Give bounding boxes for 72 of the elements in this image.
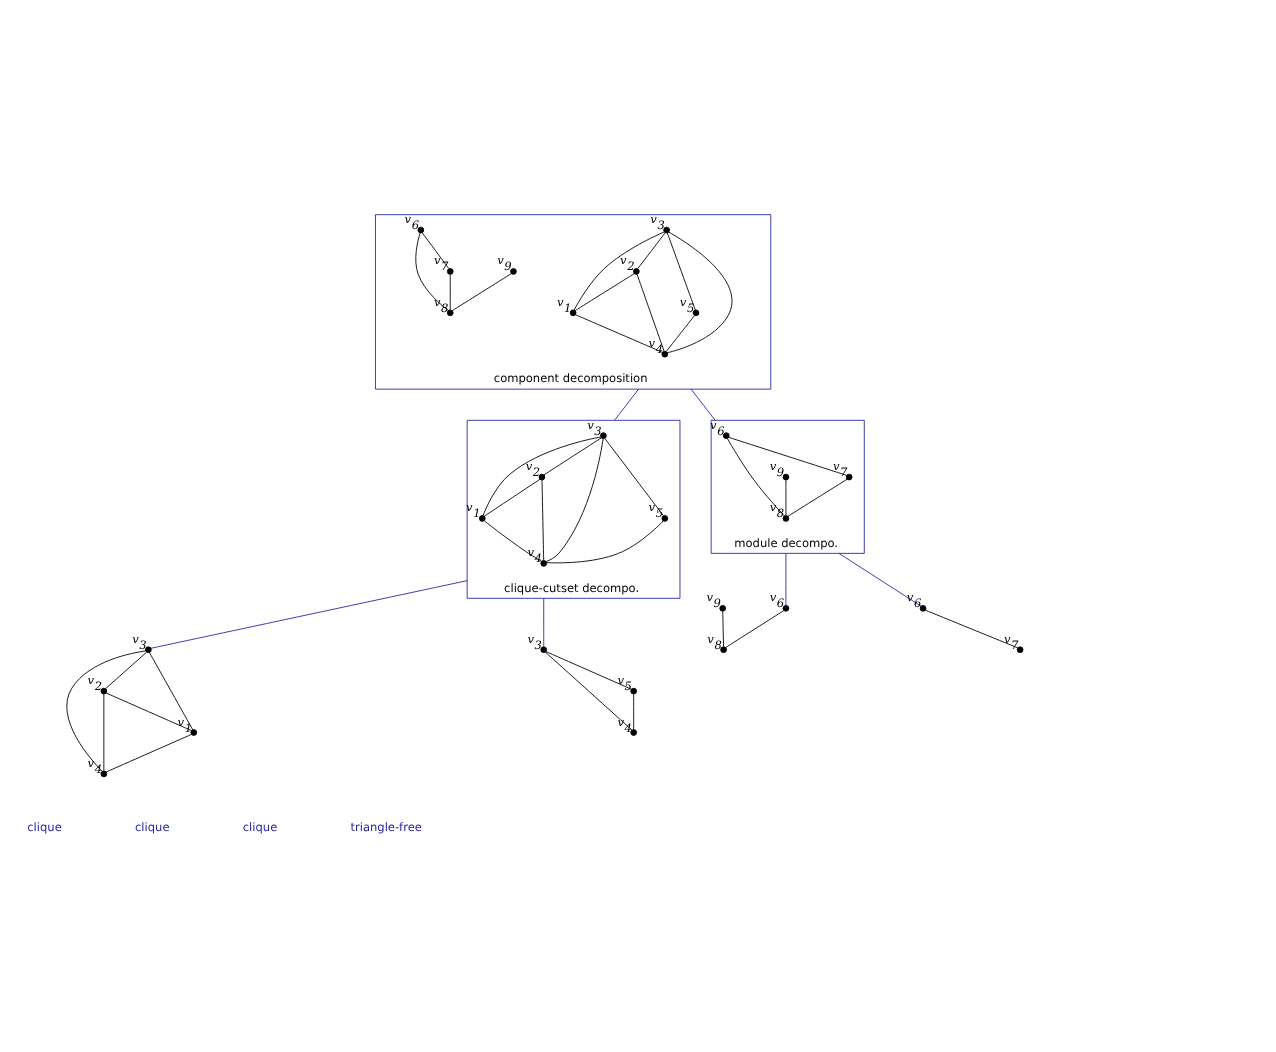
node-circle [100,770,108,778]
connector [105,733,192,773]
node-circle [630,729,637,736]
connector [727,438,785,517]
connector [541,479,545,561]
connector [722,610,724,647]
node-circle [919,605,927,612]
connector [545,651,632,690]
connector [637,232,666,269]
connector [149,652,194,731]
connector [105,651,147,689]
node-circle [633,268,640,275]
node-circle [145,646,152,654]
connector [103,693,105,772]
connector [574,314,663,353]
connector [666,232,696,311]
node-circle [692,309,700,317]
connector [449,274,451,311]
node-circle [630,687,637,695]
node-circle [722,432,730,439]
connector [725,610,785,648]
node-circle [510,268,517,275]
connector [451,273,512,311]
connector [415,232,449,311]
connector [728,436,848,476]
connector [925,609,1019,649]
node-circle [1016,646,1024,654]
node-circle [719,605,727,612]
connector [785,479,787,516]
node-circle [661,350,669,358]
node-circle [663,226,670,234]
node-circle [720,646,727,654]
connector [482,436,602,517]
node-circle [600,432,607,439]
node-circle [782,515,790,522]
connector [787,478,848,517]
node-circle [540,560,548,567]
node-circle [540,646,548,654]
connector [105,692,192,731]
connector [66,650,147,772]
connector [838,552,922,607]
connector [545,438,604,563]
connector [543,437,602,476]
connector [633,693,635,730]
node-circle [845,473,853,481]
connector [665,314,696,352]
connector [543,597,545,648]
connector [573,231,665,311]
node-circle [446,268,454,275]
connector [666,231,733,354]
connector [574,273,635,311]
connector [614,388,639,421]
connector [545,651,633,731]
connector [636,273,665,352]
connector [604,438,664,517]
node-circle [446,309,454,317]
connector [546,520,664,564]
node-circle [569,309,577,317]
connector [483,520,542,562]
connector [690,388,716,421]
connector [421,232,450,269]
node-circle [782,605,790,612]
node-circle [661,515,669,522]
connector [150,580,468,649]
node-circle [190,729,198,736]
node-circle [538,473,546,481]
node-circle [100,687,108,695]
node-circle [782,473,790,481]
connector [483,478,541,517]
node-circle [417,226,425,234]
node-circle [478,515,486,522]
connector [785,552,787,606]
